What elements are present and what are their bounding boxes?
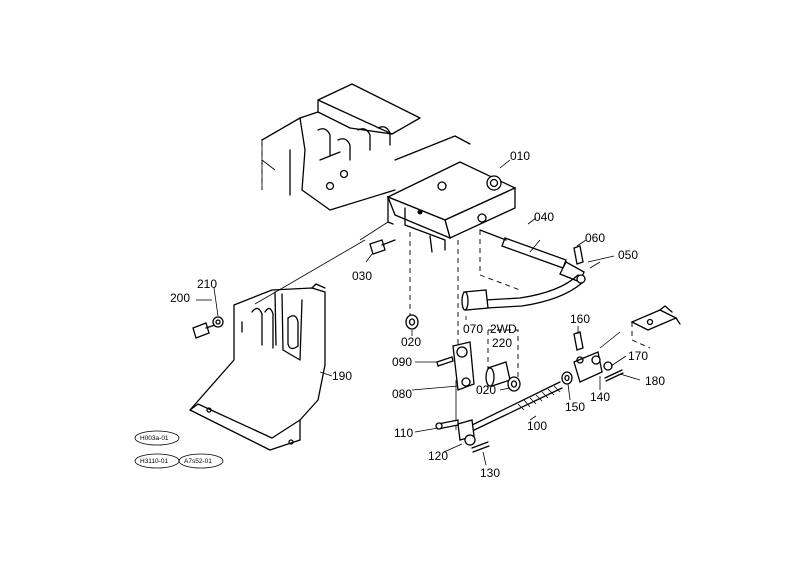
ref-code-left: H3110-01 <box>140 458 168 465</box>
arm-080 <box>452 341 475 391</box>
label-170: 170 <box>628 349 648 363</box>
label-130: 130 <box>480 466 500 480</box>
pin-110 <box>435 419 459 430</box>
label-200: 200 <box>170 291 190 305</box>
label-160: 160 <box>570 312 590 326</box>
nut-150 <box>561 371 573 385</box>
label-220: 220 <box>492 336 512 350</box>
label-210: 210 <box>197 277 217 291</box>
label-100: 100 <box>527 419 547 433</box>
shaft-040 <box>479 229 567 269</box>
bolt-030 <box>369 239 396 255</box>
label-180: 180 <box>645 374 665 388</box>
label-080: 080 <box>392 387 412 401</box>
part-labels: 010 040 060 050 030 210 200 070 2WD 220 … <box>170 149 665 480</box>
clevis-140 <box>573 351 603 383</box>
bolt-200 <box>192 322 219 339</box>
washer-210 <box>212 316 224 328</box>
label-090: 090 <box>392 355 412 369</box>
collar-220 <box>485 361 511 387</box>
collar-020-upper <box>405 314 419 330</box>
cotter-pin-180 <box>604 369 624 382</box>
leader-lines <box>196 159 641 466</box>
pin-160 <box>573 331 584 351</box>
label-030: 030 <box>352 269 372 283</box>
clevis-120 <box>457 419 476 446</box>
label-040: 040 <box>534 210 554 224</box>
label-140: 140 <box>590 390 610 404</box>
linkage-end <box>630 305 681 349</box>
engine-housing <box>261 83 471 211</box>
knob-070 <box>461 289 489 311</box>
cotter-pin-130 <box>471 441 490 453</box>
pin-090 <box>436 356 454 367</box>
label-190: 190 <box>332 369 352 383</box>
collar-020-lower <box>507 376 521 392</box>
pin-060 <box>573 245 584 265</box>
ref-code-top: H003a-01 <box>140 435 169 442</box>
reference-codes: H003a-01 H3110-01 A7s52-01 <box>134 430 224 469</box>
cover-plate-190 <box>189 239 366 451</box>
washer-170 <box>603 361 613 371</box>
ref-code-right: A7s52-01 <box>184 458 212 465</box>
label-070: 070 <box>463 322 483 336</box>
label-120: 120 <box>428 449 448 463</box>
label-020-lower: 020 <box>476 383 496 397</box>
valve-bracket-010 <box>359 161 517 253</box>
label-2wd: 2WD <box>490 322 517 336</box>
label-150: 150 <box>565 400 585 414</box>
label-060: 060 <box>585 231 605 245</box>
rod-100 <box>465 381 563 433</box>
label-050: 050 <box>618 248 638 262</box>
label-020-upper: 020 <box>401 335 421 349</box>
label-110: 110 <box>394 426 413 440</box>
lever-050 <box>484 261 601 309</box>
label-010: 010 <box>510 149 530 163</box>
